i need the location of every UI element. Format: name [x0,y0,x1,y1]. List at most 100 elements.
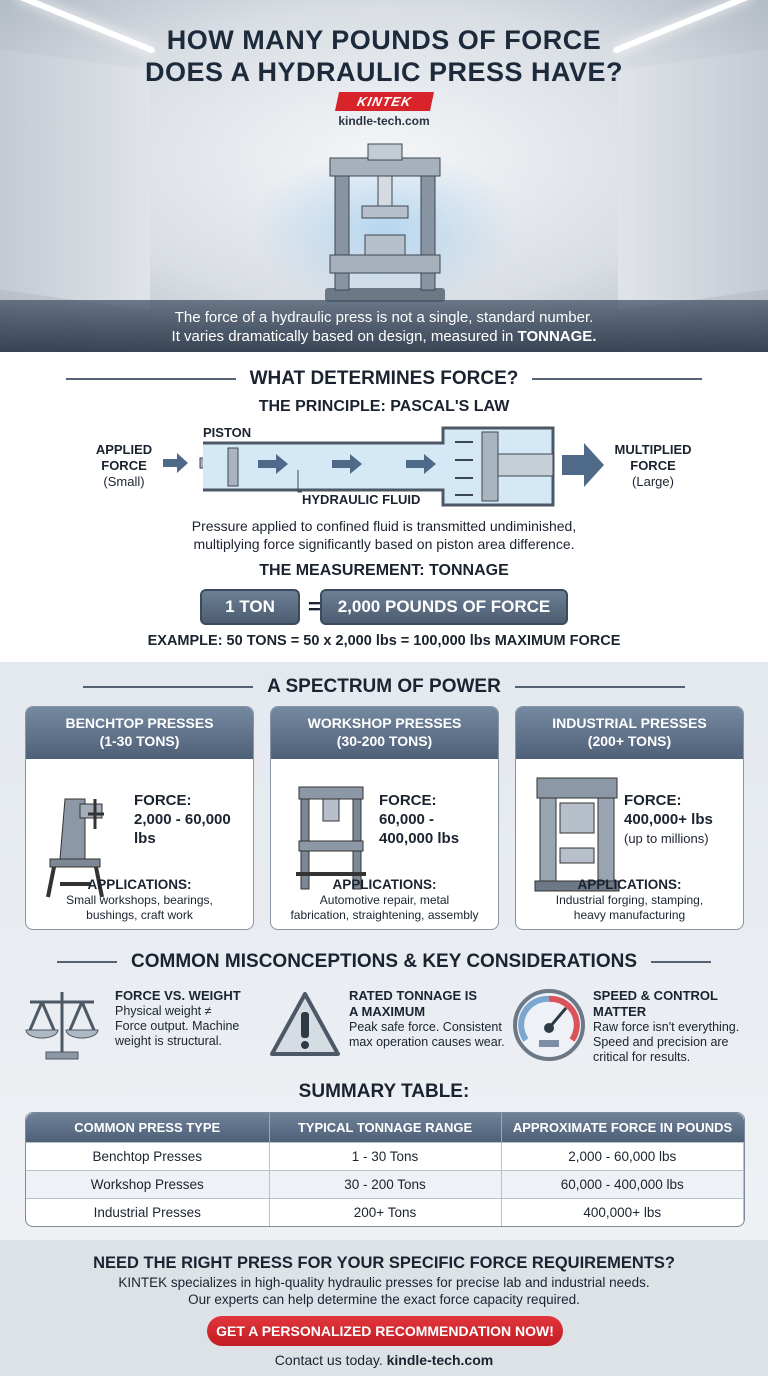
force-text: 400,000+ lbs [624,811,713,828]
force-label: FORCE: [379,792,437,809]
item-title: SPEED & CONTROL MATTER [593,988,718,1019]
section-title-text: A SPECTRUM OF POWER [267,676,501,697]
table-header-row: COMMON PRESS TYPE TYPICAL TONNAGE RANGE … [26,1113,744,1142]
kintek-logo: KINTEK [334,92,435,111]
card-benchtop: BENCHTOP PRESSES(1-30 TONS) FORCE:2,000 … [25,706,254,930]
workshop-press-icon [296,786,366,890]
industrial-press-icon [534,777,620,892]
column-header: APPROXIMATE FORCE IN POUNDS [501,1113,744,1142]
site-url[interactable]: kindle-tech.com [338,114,430,128]
apps-line: heavy manufacturing [573,908,686,922]
section-title-spectrum: A SPECTRUM OF POWER [0,676,768,698]
footer-cta-section [0,1240,768,1376]
title-line: DOES A HYDRAULIC PRESS HAVE? [144,57,624,87]
card-header: WORKSHOP PRESSES (30-200 TONS) [271,707,498,759]
flow-arrows [258,454,436,474]
room-wall-left [0,49,150,311]
apps-label: APPLICATIONS: [87,877,192,892]
card-range: (1-30 TONS) [99,733,180,749]
hero-banner: HOW MANY POUNDS OF FORCE DOES A HYDRAULI… [0,0,768,352]
card-workshop: WORKSHOP PRESSES(30-200 TONS) FORCE:60,0… [270,706,499,930]
caption-line: Pressure applied to confined fluid is tr… [191,518,577,534]
force-value: FORCE:2,000 - 60,000 lbs [134,791,249,848]
card-title: INDUSTRIAL PRESSES [552,715,707,731]
summary-table: COMMON PRESS TYPE TYPICAL TONNAGE RANGE … [25,1112,745,1227]
label-line: APPLIED [95,442,153,457]
page-title: HOW MANY POUNDS OF FORCE DOES A HYDRAULI… [0,24,768,88]
recommendation-button[interactable]: GET A PERSONALIZED RECOMMENDATION NOW! [207,1316,563,1346]
table-cell: Benchtop Presses [26,1141,270,1170]
contact-line: Contact us today. kindle-tech.com [0,1352,768,1368]
equals-sign: = [308,594,321,619]
card-title: WORKSHOP PRESSES [307,715,462,731]
apps-line: Industrial forging, stamping, [555,893,704,907]
pascal-caption: Pressure applied to confined fluid is tr… [0,517,768,553]
item-text: Peak safe force. Consistent max operatio… [349,1020,505,1049]
balance-scale-icon [25,992,99,1060]
force-note: (up to millions) [624,831,709,846]
label-line: FORCE [630,458,676,473]
apps-label: APPLICATIONS: [577,877,682,892]
contact-text: Contact us today. [274,1352,387,1368]
section-title-text: COMMON MISCONCEPTIONS & KEY CONSIDERATIO… [131,951,637,972]
pascal-law-diagram [163,426,604,507]
measurement-heading: THE MEASUREMENT: TONNAGE [259,562,509,579]
item-title: RATED TONNAGE IS A MAXIMUM [349,988,478,1019]
force-label: FORCE: [624,792,682,809]
pressure-arrows [455,441,473,496]
principle-heading: THE PRINCIPLE: PASCAL'S LAW [258,398,510,415]
label-line: (Small) [103,474,145,489]
room-wall-right [618,49,768,311]
intro-band: The force of a hydraulic press is not a … [0,300,768,352]
divider [65,378,236,380]
multiplied-force-label: MULTIPLIED FORCE (Large) [603,442,703,490]
table-cell: 1 - 30 Tons [269,1141,502,1170]
item-title: FORCE VS. WEIGHT [115,988,241,1003]
card-industrial: INDUSTRIAL PRESSES(200+ TONS) FORCE: 400,… [515,706,744,930]
divider [57,961,117,963]
item-text: Raw force isn't everything. Speed and pr… [593,1020,740,1064]
summary-title: SUMMARY TABLE: [298,1081,470,1102]
divider [651,961,711,963]
force-value: FORCE: 400,000+ lbs (up to millions) [624,791,713,848]
pounds-box: 2,000 POUNDS OF FORCE [320,589,568,625]
table-cell: 30 - 200 Tons [269,1169,502,1198]
table-cell: Industrial Presses [26,1197,270,1226]
caption-line: multiplying force significantly based on… [193,536,575,552]
intro-text: It varies dramatically based on design, … [171,328,518,345]
label-line: (Large) [632,474,674,489]
benchtop-press-icon [46,798,104,898]
table-cell: 400,000+ lbs [501,1197,744,1226]
apps-line: Automotive repair, metal [319,893,450,907]
title-line: HOW MANY POUNDS OF FORCE [166,25,602,55]
force-label: FORCE: [134,792,192,809]
column-header: COMMON PRESS TYPE [26,1113,270,1142]
speedometer-gauge-icon [513,989,585,1061]
fluid-label: HYDRAULIC FLUID [302,492,421,507]
item-text: Physical weight ≠ Force output. Machine … [115,1004,240,1048]
label-line: FORCE [101,458,147,473]
apps-label: APPLICATIONS: [332,877,437,892]
intro-text: The force of a hydraulic press is not a … [174,309,594,326]
table-cell: 60,000 - 400,000 lbs [501,1169,744,1198]
table-cell: 2,000 - 60,000 lbs [501,1141,744,1170]
footer-line: KINTEK specializes in high-quality hydra… [118,1275,650,1290]
section-title-text: WHAT DETERMINES FORCE? [249,368,519,389]
contact-link[interactable]: kindle-tech.com [386,1352,494,1368]
apps-line: Small workshops, bearings, [66,893,213,907]
table-cell: Workshop Presses [26,1169,270,1198]
large-arrow-icon [562,443,604,487]
card-range: (30-200 TONS) [336,733,433,749]
card-header: BENCHTOP PRESSES(1-30 TONS) [26,707,253,759]
apps-line: fabrication, straightening, assembly [290,908,479,922]
warning-triangle-icon [270,992,340,1056]
section-title-misconceptions: COMMON MISCONCEPTIONS & KEY CONSIDERATIO… [0,951,768,973]
applied-force-label: APPLIED FORCE (Small) [84,442,164,490]
card-header: INDUSTRIAL PRESSES(200+ TONS) [516,707,743,759]
